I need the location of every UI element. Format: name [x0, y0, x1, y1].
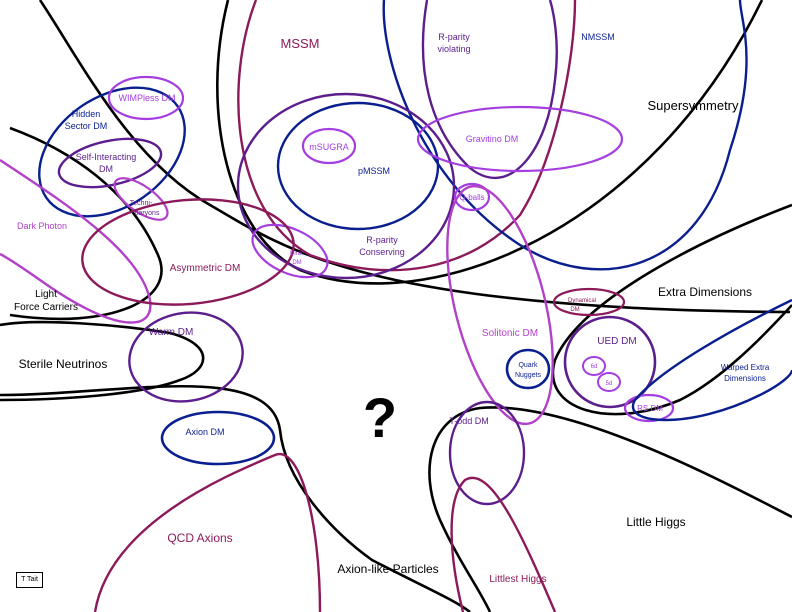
solitonic-dm-label: Solitonic DM	[482, 328, 538, 339]
mssm-label: MSSM	[281, 36, 320, 51]
hidden-sector-label-1: Hidden	[72, 109, 101, 119]
qcd-axions-label: QCD Axions	[167, 531, 232, 545]
wimpless-dm-ellipse	[107, 75, 185, 121]
technibaryons-label-1: Techni-	[130, 200, 153, 207]
sterile-neutrinos-label: Sterile Neutrinos	[19, 357, 108, 371]
top-left-boundary	[38, 0, 791, 314]
dynamical-dm-ellipse	[552, 287, 626, 317]
credit-box: T Tait	[16, 572, 43, 588]
mssm-outline	[237, 0, 577, 272]
ued-dm-label: UED DM	[597, 336, 636, 347]
extra-dimensions-label: Extra Dimensions	[658, 285, 752, 299]
light-force-carriers-label-1: Light	[35, 289, 57, 300]
dynamical-dm-label-2: DM	[570, 307, 579, 313]
quark-nuggets-label-1: Quark	[518, 362, 538, 369]
light-force-carriers-label-2: Force Carriers	[14, 302, 78, 313]
five-d-ellipse	[597, 372, 621, 392]
solitonic-dm-ellipse	[446, 184, 554, 426]
msugra-ellipse	[301, 127, 357, 165]
credit-label: T Tait	[21, 576, 38, 583]
little-higgs-label: Little Higgs	[626, 515, 685, 529]
six-d-label: 6d	[591, 364, 598, 370]
technibaryons-label-2: baryons	[135, 210, 160, 217]
hidden-sector-label-2: Sector DM	[65, 121, 108, 131]
axion-like-particles-label: Axion-like Particles	[337, 562, 438, 576]
warm-dm-label: Warm DM	[149, 327, 194, 338]
ued-dm-ellipse	[563, 315, 657, 409]
dark-photon-outline	[0, 159, 152, 324]
asymmetric-dm-ellipse	[81, 198, 295, 306]
warm-dm-ellipse	[128, 311, 244, 403]
light-force-carriers-boundary	[9, 126, 163, 321]
littlest-higgs-label: Littlest Higgs	[489, 574, 546, 585]
rs-dm-label: RS DM	[637, 404, 663, 413]
rparity-conserving-ellipse	[236, 92, 456, 280]
supersymmetry-boundary	[216, 0, 764, 285]
little-higgs-boundary	[428, 406, 792, 612]
six-d-ellipse	[582, 356, 606, 376]
gravitino-dm-label: Gravitino DM	[466, 134, 519, 144]
littlest-higgs-outline	[450, 476, 557, 612]
dark-photon-label: Dark Photon	[17, 221, 67, 231]
nmssm-outline	[382, 0, 748, 271]
q-balls-label: Q-balls	[459, 193, 484, 202]
axion-dm-ellipse	[160, 410, 276, 466]
dirac-dm-label-2: DM	[292, 260, 301, 266]
warped-extra-dimensions-label-2: Dimensions	[724, 374, 766, 383]
wimpless-dm-label: WIMPless DM	[119, 93, 176, 103]
t-odd-dm-label: T-odd DM	[449, 416, 489, 426]
hidden-sector-ellipse	[38, 86, 186, 218]
warped-extra-dimensions-label-1: Warped Extra	[721, 363, 770, 372]
pmssm-ellipse	[276, 101, 440, 231]
q-balls-ellipse	[453, 182, 491, 212]
sterile-neutrinos-boundary	[0, 320, 205, 402]
five-d-label: 5d	[606, 381, 613, 387]
dynamical-dm-label-1: Dynamical	[568, 298, 596, 304]
nmssm-label: NMSSM	[581, 32, 615, 42]
dirac-dm-label-1: Dirac	[290, 251, 304, 257]
asymmetric-dm-label: Asymmetric DM	[170, 263, 241, 274]
gravitino-dm-ellipse	[416, 105, 624, 173]
rs-dm-ellipse	[623, 393, 675, 423]
axion-dm-label: Axion DM	[185, 427, 224, 437]
rparity-conserving-label-1: R-parity	[366, 235, 398, 245]
warped-extra-dimensions-outline	[631, 298, 792, 422]
self-interacting-label-2: DM	[99, 164, 113, 174]
supersymmetry-label: Supersymmetry	[647, 98, 739, 113]
extra-dimensions-boundary	[551, 203, 792, 416]
rparity-violating-label-2: violating	[437, 44, 470, 54]
quark-nuggets-label-2: Nuggets	[515, 372, 542, 379]
pmssm-label: pMSSM	[358, 166, 390, 176]
self-interacting-ellipse	[57, 137, 163, 189]
rparity-conserving-label-2: Conserving	[359, 247, 405, 257]
qcd-axions-outline	[90, 392, 281, 612]
self-interacting-label-1: Self-Interacting	[76, 152, 137, 162]
msugra-label: mSUGRA	[309, 142, 349, 152]
rparity-violating-label-1: R-parity	[438, 32, 470, 42]
axion-like-boundary	[0, 385, 471, 612]
little-higgs-right-boundary	[540, 470, 792, 612]
quark-nuggets-ellipse	[505, 348, 551, 390]
t-odd-dm-ellipse	[448, 400, 526, 506]
question-mark: ?	[363, 386, 397, 449]
rparity-violating-outline	[421, 0, 558, 180]
qcd-axions-boundary	[93, 452, 322, 612]
